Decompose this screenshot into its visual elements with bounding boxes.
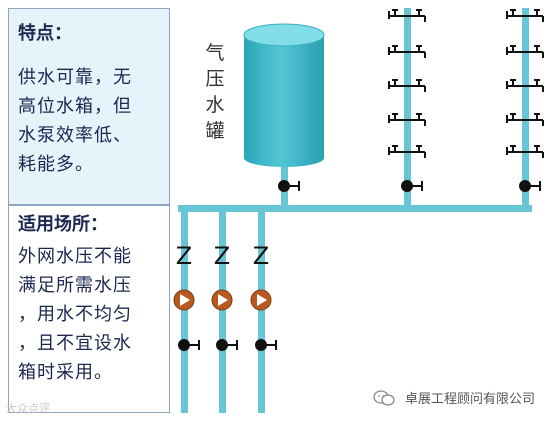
pump-icon — [211, 289, 233, 311]
tap-icon — [388, 9, 426, 22]
company-name: 卓展工程顾问有限公司 — [405, 392, 536, 407]
taps-group — [388, 9, 544, 158]
applicable-line: 外网水压不能 — [18, 246, 132, 267]
applicable-line: 满足所需水压 — [18, 275, 132, 296]
applicable-heading: 适用场所： — [18, 214, 108, 235]
applicable-panel: 适用场所： 外网水压不能 满足所需水压 ，用水不均匀 ，且不宜设水 箱时采用。 — [8, 205, 170, 413]
features-panel: 特点： 供水可靠，无 高位水箱，但 水泵效率低、 耗能多。 — [8, 8, 170, 205]
applicable-text: 外网水压不能 满足所需水压 ，用水不均匀 ，且不宜设水 箱时采用。 — [18, 242, 168, 387]
tap-icon — [388, 145, 426, 158]
applicable-line: 箱时采用。 — [18, 362, 113, 383]
pipe-network — [178, 8, 532, 413]
tap-icon — [506, 113, 544, 126]
applicable-line: ，且不宜设水 — [18, 333, 132, 354]
features-line: 水泵效率低、 — [18, 125, 132, 146]
tap-icon — [388, 45, 426, 58]
check-valve-icon: Z — [176, 242, 192, 270]
tank-label-char: 罐 — [205, 120, 225, 142]
pump-icon — [250, 289, 272, 311]
tap-icon — [388, 113, 426, 126]
tank-label-char: 水 — [205, 94, 225, 116]
features-text: 供水可靠，无 高位水箱，但 水泵效率低、 耗能多。 — [18, 63, 168, 179]
check-valve-icon: Z — [214, 242, 230, 270]
tap-icon — [506, 79, 544, 92]
wechat-logo-icon — [373, 389, 395, 406]
features-line: 供水可靠，无 — [18, 67, 132, 88]
tank-label-char: 气 — [205, 42, 225, 64]
valve-icon — [519, 180, 541, 192]
features-line: 高位水箱，但 — [18, 96, 132, 117]
features-line: 耗能多。 — [18, 154, 94, 175]
tap-icon — [388, 79, 426, 92]
applicable-line: ，用水不均匀 — [18, 304, 132, 325]
company-credit: 卓展工程顾问有限公司 — [373, 388, 535, 407]
main-horizontal-pipe — [178, 205, 532, 212]
valve-icon — [216, 339, 238, 351]
watermark: 大众点评 — [6, 402, 50, 415]
pump-icon — [173, 289, 195, 311]
check-valve-icon: Z — [253, 242, 269, 270]
valve-icon — [255, 339, 277, 351]
valve-icon — [401, 180, 423, 192]
valve-icon — [278, 180, 300, 192]
riser-pipe-2 — [522, 8, 529, 210]
riser-pipe-1 — [404, 8, 411, 210]
valve-icon — [178, 339, 200, 351]
tap-icon — [506, 45, 544, 58]
tap-icon — [506, 145, 544, 158]
features-heading: 特点： — [18, 23, 72, 44]
tank-label-char: 压 — [205, 68, 225, 90]
tank-label: 气 压 水 罐 — [203, 40, 227, 144]
tap-icon — [506, 9, 544, 22]
pressure-tank — [243, 23, 325, 167]
